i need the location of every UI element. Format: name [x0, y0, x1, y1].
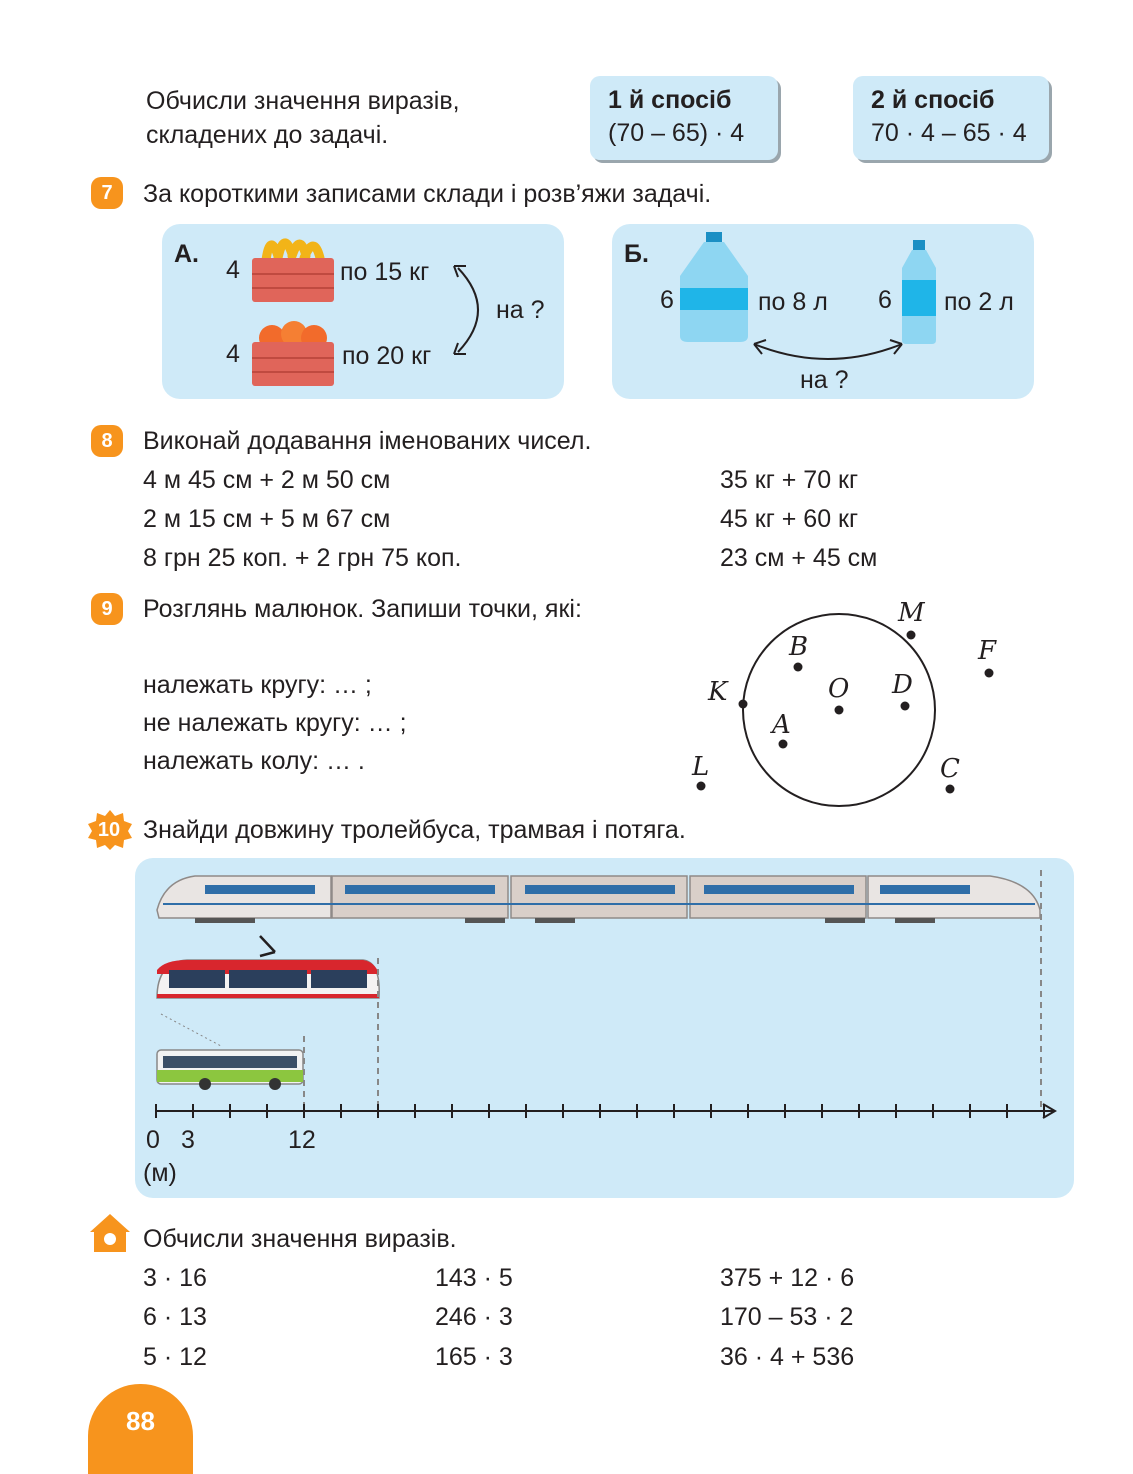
point-c-dot	[945, 784, 955, 794]
task-9-line-1: належать кругу: … ;	[143, 671, 372, 699]
intro-line-2: складених до задачі.	[146, 121, 389, 149]
point-f-label: F	[978, 636, 997, 666]
panel-b-note-1: по 8 л	[758, 288, 828, 316]
task-8-right-3: 23 см + 45 см	[720, 544, 878, 572]
homework-c3-1: 375 + 12 · 6	[720, 1264, 855, 1292]
panel-a-label: А.	[174, 240, 199, 268]
circle-outline	[742, 613, 936, 807]
panel-b-count-2: 6	[878, 286, 892, 314]
comparison-arrow-b-icon	[753, 339, 903, 360]
point-l-label: L	[692, 752, 710, 782]
trolleybus-icon	[156, 1049, 304, 1090]
tick-label-0: 0	[146, 1126, 160, 1154]
method-2-card: 2 й спосіб 70 · 4 – 65 · 4	[853, 76, 1049, 160]
task-10-text: Знайди довжину тролейбуса, трамвая і пот…	[143, 816, 686, 844]
banana-crate-icon	[252, 238, 334, 302]
home-icon	[90, 1214, 130, 1252]
panel-a-question: на ?	[496, 296, 545, 324]
method-2-title: 2 й спосіб	[871, 86, 995, 114]
tick-label-3: 3	[181, 1126, 195, 1154]
point-o-label: O	[828, 674, 850, 704]
vehicles-illustration	[156, 870, 1042, 1110]
homework-c2-2: 246 · 3	[435, 1303, 513, 1331]
point-a-label: A	[772, 710, 791, 740]
homework-c1-2: 6 · 13	[143, 1303, 207, 1331]
method-1-title: 1 й спосіб	[608, 86, 732, 114]
method-1-expression: (70 – 65) · 4	[608, 119, 745, 147]
tram-icon	[156, 935, 380, 999]
unit-label: (м)	[143, 1159, 177, 1187]
number-line	[155, 1103, 1057, 1119]
homework-c1-3: 5 · 12	[143, 1343, 207, 1371]
tick-label-12: 12	[288, 1126, 316, 1154]
task-7-panel-b: Б. 6 по 8 л 6 по 2 л на ?	[612, 224, 1034, 399]
point-m-label: M	[898, 598, 925, 628]
panel-a-note-2: по 20 кг	[342, 342, 432, 370]
homework-c2-1: 143 · 5	[435, 1264, 513, 1292]
panel-b-question: на ?	[800, 366, 849, 394]
point-f-dot	[984, 668, 994, 678]
point-k-label: K	[708, 677, 728, 707]
task-10-badge	[88, 810, 132, 850]
homework-c3-3: 36 · 4 + 536	[720, 1343, 855, 1371]
page-number-tab: 88	[88, 1384, 193, 1474]
point-b-label: B	[789, 632, 809, 662]
orange-crate-icon	[252, 321, 334, 386]
train-icon	[156, 875, 1041, 923]
homework-c1-1: 3 · 16	[143, 1264, 207, 1292]
point-k-dot	[738, 699, 748, 709]
task-9-text: Розглянь малюнок. Запиши точки, які:	[143, 595, 582, 623]
task-9-line-3: належать колу: … .	[143, 747, 365, 775]
task-8-right-2: 45 кг + 60 кг	[720, 505, 859, 533]
circle-diagram	[696, 613, 994, 807]
page-number: 88	[126, 1406, 155, 1436]
task-7-text: За короткими записами склади і розв’яжи …	[143, 180, 712, 208]
task-8-badge: 8	[91, 425, 123, 457]
task-8-right-1: 35 кг + 70 кг	[720, 466, 859, 494]
point-d-dot	[900, 701, 910, 711]
task-7-badge: 7	[91, 177, 123, 209]
comparison-arrow-icon	[453, 265, 479, 355]
panel-b-count-1: 6	[660, 286, 674, 314]
task-9-badge: 9	[91, 593, 123, 625]
homework-c2-3: 165 · 3	[435, 1343, 513, 1371]
task-10-number: 10	[97, 819, 121, 841]
homework-text: Обчисли значення виразів.	[143, 1225, 457, 1253]
point-m-dot	[906, 630, 916, 640]
point-d-label: D	[892, 670, 913, 700]
panel-b-label: Б.	[624, 240, 649, 268]
panel-b-note-2: по 2 л	[944, 288, 1014, 316]
small-bottle-icon	[902, 240, 936, 344]
large-bottle-icon	[680, 232, 748, 342]
number-line-arrowhead	[1042, 1103, 1057, 1119]
task-8-left-1: 4 м 45 см + 2 м 50 см	[143, 466, 391, 494]
point-a-dot	[778, 739, 788, 749]
number-line-ticks	[155, 1104, 1045, 1118]
task-7-panel-a: А. 4 по 15 кг 4 по 20 кг на ?	[162, 224, 564, 399]
task-9-line-2: не належать кругу: … ;	[143, 709, 407, 737]
panel-a-note-1: по 15 кг	[340, 258, 430, 286]
point-c-label: C	[940, 754, 960, 784]
panel-a-count-1: 4	[226, 256, 240, 284]
homework-c3-2: 170 – 53 · 2	[720, 1303, 854, 1331]
point-l-dot	[696, 781, 706, 791]
method-1-card: 1 й спосіб (70 – 65) · 4	[590, 76, 778, 160]
point-b-dot	[793, 662, 803, 672]
intro-line-1: Обчисли значення виразів,	[146, 87, 460, 115]
method-2-expression: 70 · 4 – 65 · 4	[871, 119, 1027, 147]
point-o-dot	[834, 705, 844, 715]
task-8-left-2: 2 м 15 см + 5 м 67 см	[143, 505, 391, 533]
panel-a-count-2: 4	[226, 340, 240, 368]
task-8-text: Виконай додавання іменованих чисел.	[143, 427, 592, 455]
task-8-left-3: 8 грн 25 коп. + 2 грн 75 коп.	[143, 544, 462, 572]
